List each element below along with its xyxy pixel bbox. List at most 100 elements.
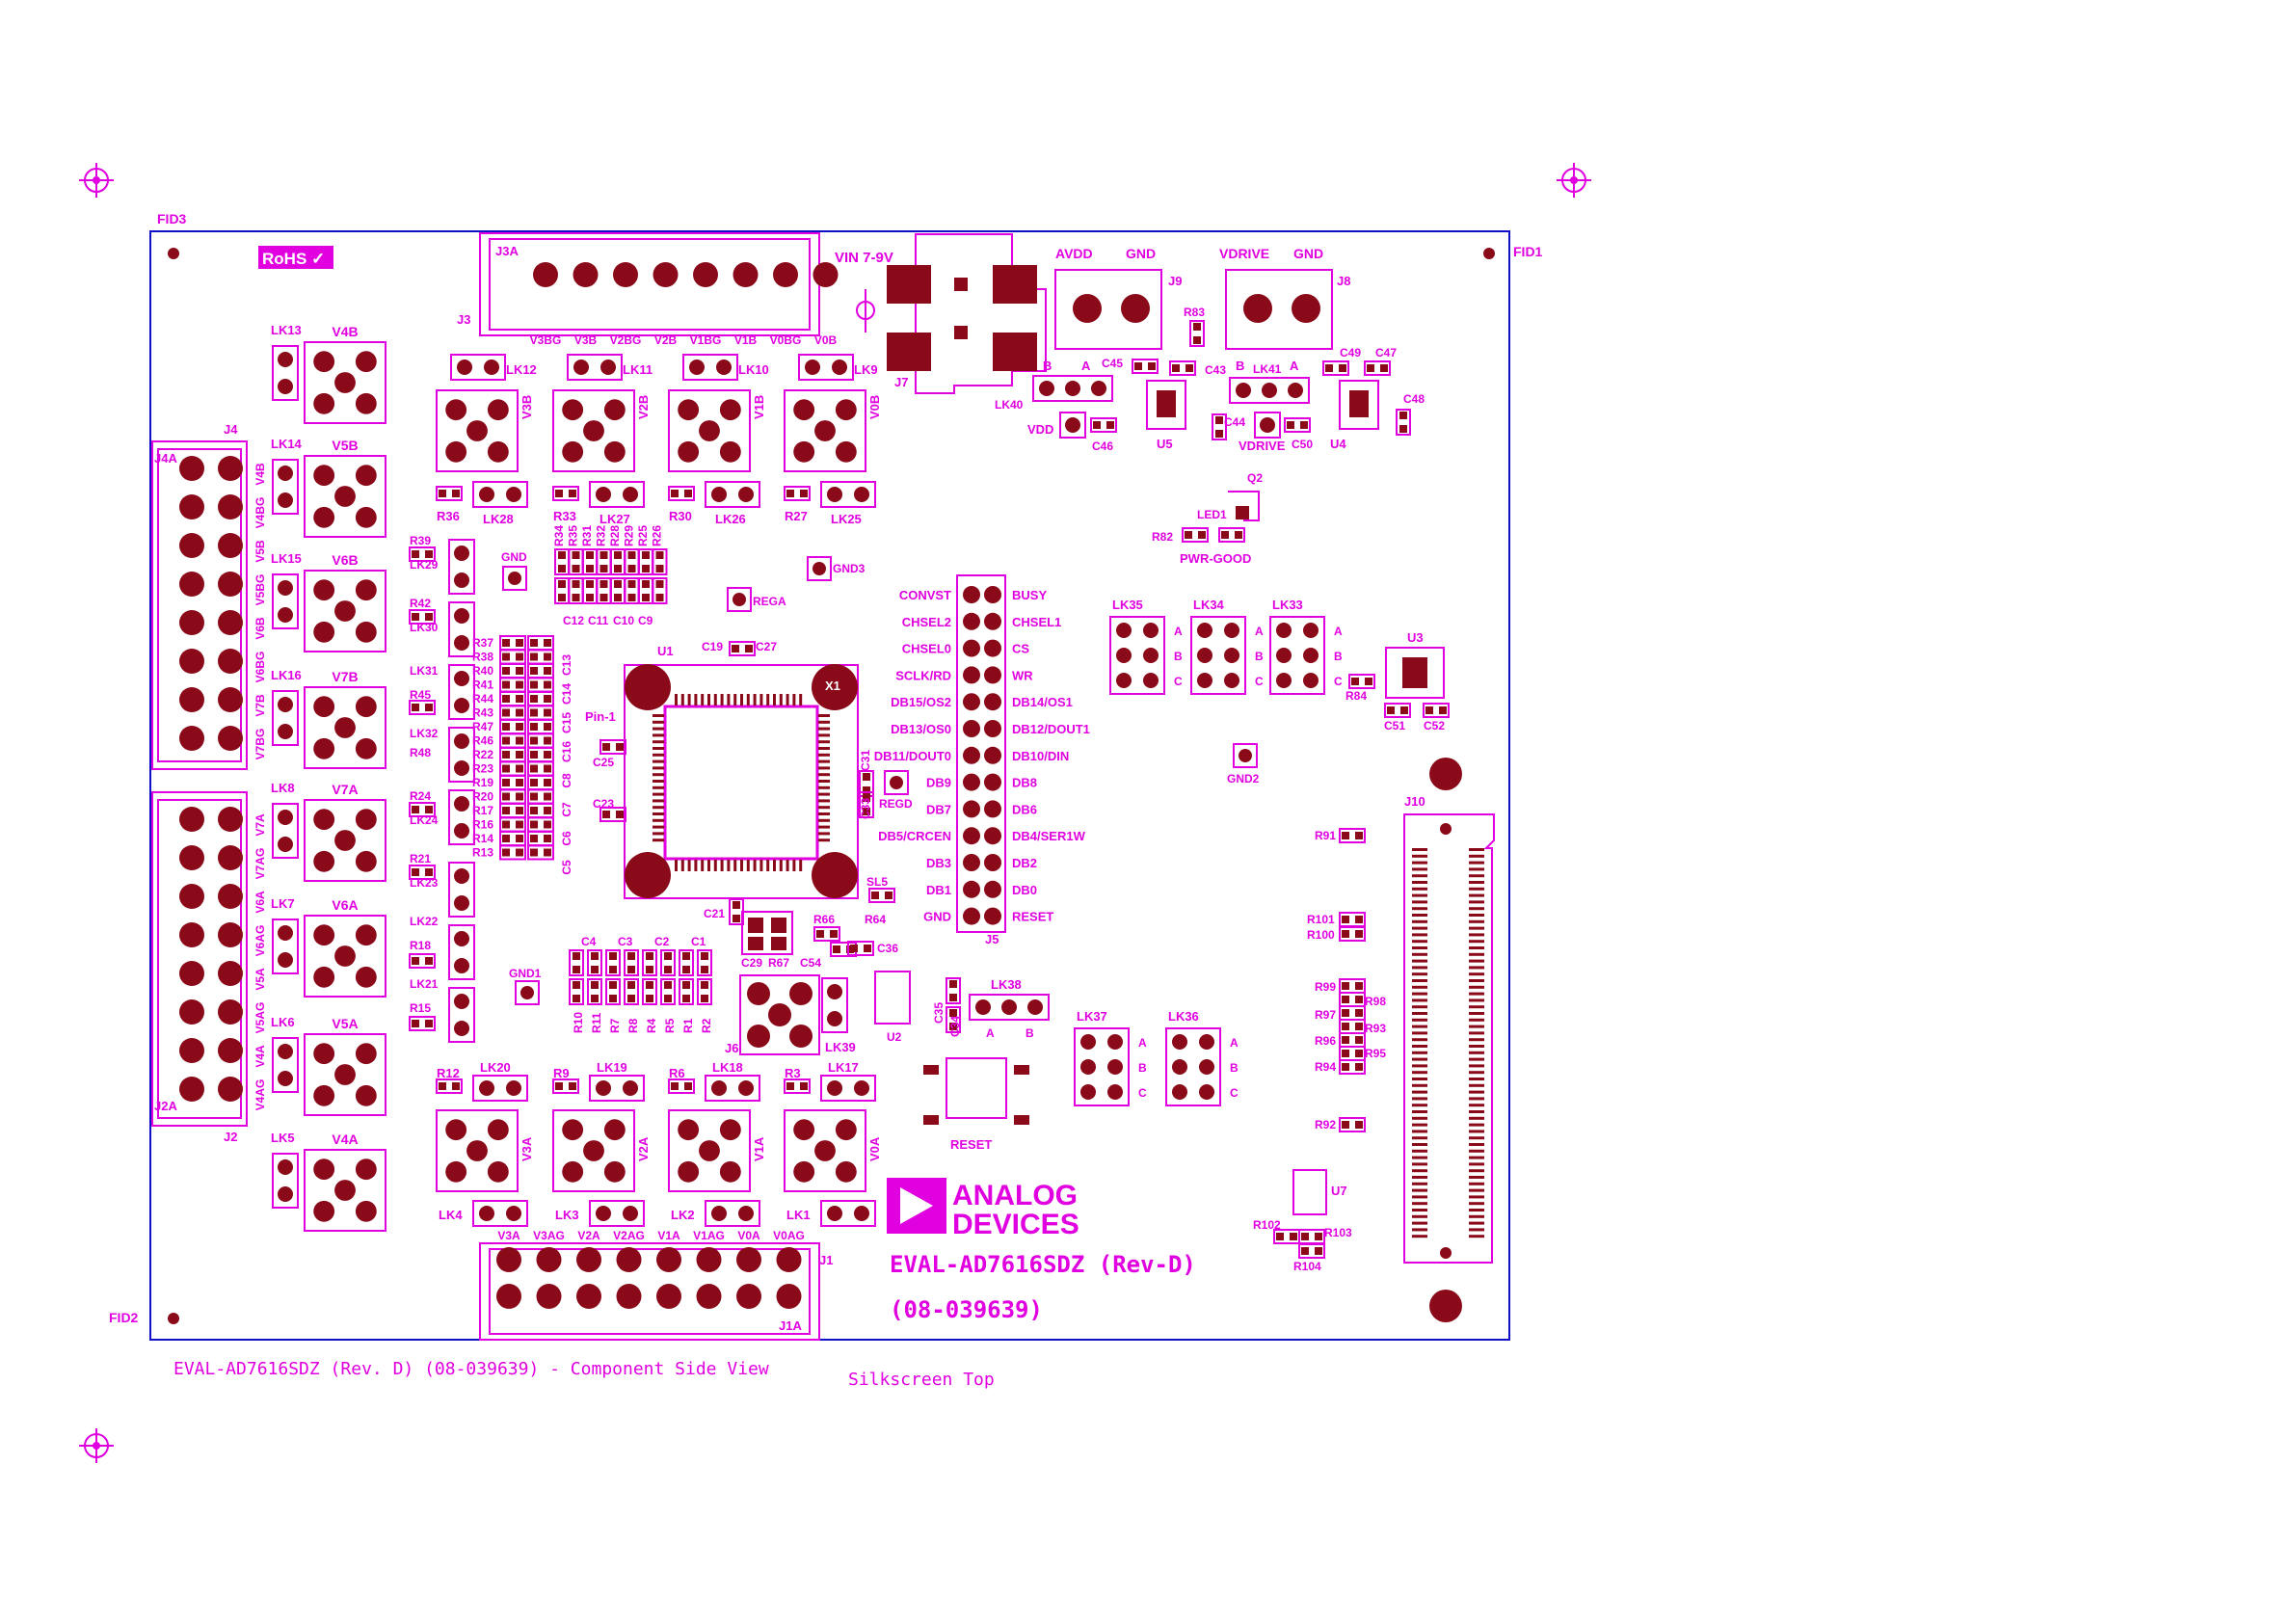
link-label: LK27 (599, 512, 630, 526)
sma-footprint (552, 389, 635, 472)
link-label: LK2 (671, 1208, 695, 1222)
smd-pad (1198, 531, 1206, 539)
smd-pad (664, 966, 672, 973)
smd-footprint (1339, 828, 1366, 843)
r-label: R23 (472, 762, 493, 776)
j10-pin (1412, 992, 1427, 996)
j10-pin (1469, 1209, 1484, 1211)
smd-pad (1325, 364, 1333, 372)
r-label: R31 (580, 525, 594, 546)
smd-footprint (409, 700, 436, 715)
r84-label: R84 (1345, 689, 1367, 703)
j10-pin (1469, 1057, 1484, 1061)
header-pin (984, 854, 1001, 871)
sma-footprint (304, 799, 386, 882)
pad (313, 737, 335, 759)
rc-label: R45 (410, 688, 431, 702)
pad (278, 379, 293, 394)
smd-pad (1342, 1036, 1349, 1044)
smd-pad (745, 645, 753, 652)
smd-pad (1387, 706, 1395, 714)
header-pin (179, 807, 204, 832)
qfp-pin (779, 860, 783, 871)
j10-pin (1469, 946, 1484, 949)
pad (355, 696, 377, 718)
pad (506, 1206, 521, 1221)
rc-label: R24 (410, 789, 431, 803)
sma-label: V7A (332, 782, 358, 797)
c-label: C25 (593, 756, 614, 769)
pad (1091, 381, 1106, 396)
smd-pad (627, 565, 636, 572)
r-label: R22 (472, 748, 493, 761)
qfp-pin (766, 694, 770, 706)
header-pin (736, 1247, 761, 1272)
pad (487, 1160, 509, 1183)
qfp-pin (818, 806, 830, 810)
j10-pin (1469, 1123, 1484, 1127)
pad (445, 440, 467, 463)
header-pin (179, 961, 204, 986)
pad (623, 487, 638, 502)
smd-pad (544, 792, 551, 801)
qfp-pin (713, 694, 717, 706)
rc-label: R48 (410, 746, 431, 759)
smd-pad (530, 820, 538, 829)
smd-pad (614, 565, 622, 572)
pad (355, 1084, 377, 1106)
pad (506, 487, 521, 502)
j5-right-label: CS (1012, 642, 1029, 656)
j3-pin-label: V0BG (770, 333, 802, 347)
smd-pad (609, 981, 617, 989)
pad (355, 850, 377, 872)
smd-pad (544, 848, 551, 857)
pad (814, 1140, 836, 1161)
reset-switch (946, 1057, 1007, 1119)
smd-footprint (1189, 320, 1205, 347)
j10-pin (1412, 972, 1427, 976)
qfp-pin (653, 832, 664, 836)
j5-left-label: DB13/OS0 (891, 722, 951, 736)
j2-pin-label: V5A (253, 968, 267, 991)
j10-pin (1412, 900, 1427, 904)
c48-label: C48 (1403, 392, 1425, 406)
header-pin (576, 1284, 601, 1309)
pad (583, 1140, 604, 1161)
smd-pad (1380, 364, 1388, 372)
pad (827, 984, 842, 999)
c43-label: C43 (1205, 363, 1226, 377)
smd-pad (558, 580, 566, 588)
j10-pin (1412, 1130, 1427, 1133)
rc-label: R21 (410, 852, 431, 865)
smd-footprint (552, 1078, 579, 1094)
r-label: R104 (1293, 1260, 1321, 1273)
avdd-label: AVDD (1055, 246, 1093, 261)
smd-footprint (1090, 417, 1117, 433)
qfp-pin (720, 694, 724, 706)
c-label: C4 (581, 935, 597, 948)
smd-pad (591, 981, 599, 989)
pad (1276, 623, 1292, 638)
smd-pad (830, 930, 838, 938)
j10-pin (1469, 861, 1484, 865)
j5-right-label: DB4/SER1W (1012, 829, 1086, 843)
smd-footprint (569, 978, 584, 1005)
j3-pin-label: V3BG (530, 333, 562, 347)
c54-label: C54 (800, 956, 821, 970)
sma-footprint (304, 1033, 386, 1116)
abc-label: A (1230, 1036, 1239, 1050)
header-pin (218, 999, 243, 1025)
abc-label: B (1026, 1026, 1034, 1040)
pad (278, 1044, 293, 1059)
smd-pad (502, 848, 510, 857)
smd-footprint (859, 791, 874, 818)
qfp-pin (740, 694, 743, 706)
r-label: R43 (472, 706, 493, 720)
smd-pad (1367, 364, 1374, 372)
link-footprint (272, 690, 299, 746)
j10-pin (1469, 1149, 1484, 1153)
pad (454, 546, 469, 561)
j5-right-label: DB10/DIN (1012, 749, 1069, 763)
pad (355, 1043, 377, 1065)
pad (479, 1206, 494, 1221)
